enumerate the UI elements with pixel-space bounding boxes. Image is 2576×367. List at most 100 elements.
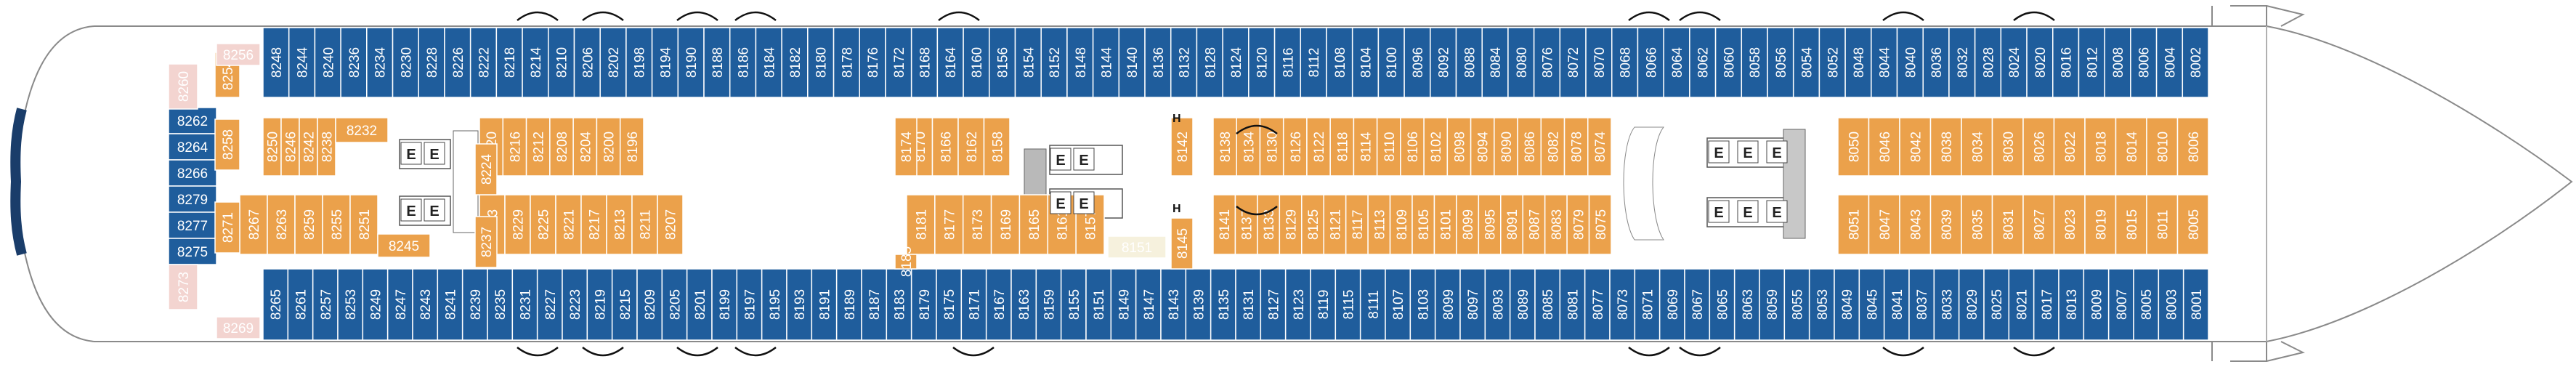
cabin-8066[interactable]: 8066 xyxy=(1637,27,1664,98)
cabin-8139[interactable]: 8139 xyxy=(1185,268,1212,341)
cabin-8065[interactable]: 8065 xyxy=(1709,268,1735,341)
cabin-8222[interactable]: 8222 xyxy=(469,27,498,98)
cabin-8229[interactable]: 8229 xyxy=(504,194,531,255)
cabin-8259[interactable]: 8259 xyxy=(294,194,323,255)
cabin-8273[interactable]: 8273 xyxy=(168,264,198,310)
cabin-8258[interactable]: 8258 xyxy=(214,118,240,171)
cabin-8011[interactable]: 8011 xyxy=(2146,194,2179,255)
cabin-8082[interactable]: 8082 xyxy=(1540,117,1566,177)
cabin-8014[interactable]: 8014 xyxy=(2115,117,2147,177)
cabin-8257[interactable]: 8257 xyxy=(312,268,339,341)
cabin-8266[interactable]: 8266 xyxy=(168,159,217,187)
cabin-8068[interactable]: 8068 xyxy=(1611,27,1639,98)
cabin-8048[interactable]: 8048 xyxy=(1844,27,1872,98)
cabin-8145[interactable]: 8145 xyxy=(1170,217,1194,270)
cabin-8227[interactable]: 8227 xyxy=(536,268,563,341)
cabin-8165[interactable]: 8165 xyxy=(1018,194,1049,255)
cabin-8267[interactable]: 8267 xyxy=(239,194,268,255)
cabin-8162[interactable]: 8162 xyxy=(957,117,985,177)
cabin-8198[interactable]: 8198 xyxy=(625,27,653,98)
cabin-8191[interactable]: 8191 xyxy=(811,268,838,341)
cabin-8187[interactable]: 8187 xyxy=(861,268,888,341)
cabin-8126[interactable]: 8126 xyxy=(1282,117,1308,177)
cabin-8003[interactable]: 8003 xyxy=(2158,268,2184,341)
cabin-8096[interactable]: 8096 xyxy=(1404,27,1431,98)
cabin-8167[interactable]: 8167 xyxy=(985,268,1012,341)
cabin-8250[interactable]: 8250 xyxy=(262,117,282,177)
cabin-8062[interactable]: 8062 xyxy=(1689,27,1717,98)
cabin-8004[interactable]: 8004 xyxy=(2155,27,2184,98)
cabin-8262[interactable]: 8262 xyxy=(168,107,217,134)
cabin-8207[interactable]: 8207 xyxy=(657,194,684,255)
cabin-8079[interactable]: 8079 xyxy=(1566,194,1590,255)
cabin-8185[interactable]: 8185 xyxy=(894,246,918,277)
cabin-8044[interactable]: 8044 xyxy=(1871,27,1898,98)
cabin-8135[interactable]: 8135 xyxy=(1210,268,1236,341)
cabin-8237[interactable]: 8237 xyxy=(474,216,498,268)
cabin-8151[interactable]: 8151 xyxy=(1085,268,1112,341)
cabin-8260[interactable]: 8260 xyxy=(168,63,198,110)
cabin-8183[interactable]: 8183 xyxy=(886,268,912,341)
cabin-8087[interactable]: 8087 xyxy=(1522,194,1546,255)
cabin-8009[interactable]: 8009 xyxy=(2083,268,2110,341)
cabin-8235[interactable]: 8235 xyxy=(487,268,514,341)
cabin-8242[interactable]: 8242 xyxy=(299,117,318,177)
cabin-8040[interactable]: 8040 xyxy=(1896,27,1924,98)
cabin-8199[interactable]: 8199 xyxy=(711,268,738,341)
cabin-8111[interactable]: 8111 xyxy=(1359,268,1386,341)
cabin-8221[interactable]: 8221 xyxy=(555,194,582,255)
cabin-8021[interactable]: 8021 xyxy=(2008,268,2035,341)
cabin-8179[interactable]: 8179 xyxy=(910,268,937,341)
cabin-8243[interactable]: 8243 xyxy=(412,268,439,341)
cabin-8152[interactable]: 8152 xyxy=(1040,27,1068,98)
cabin-8120[interactable]: 8120 xyxy=(1248,27,1276,98)
cabin-8080[interactable]: 8080 xyxy=(1507,27,1535,98)
cabin-8070[interactable]: 8070 xyxy=(1585,27,1613,98)
cabin-8132[interactable]: 8132 xyxy=(1170,27,1198,98)
cabin-8095[interactable]: 8095 xyxy=(1478,194,1502,255)
cabin-8193[interactable]: 8193 xyxy=(786,268,813,341)
cabin-8224[interactable]: 8224 xyxy=(474,143,498,195)
cabin-8180[interactable]: 8180 xyxy=(807,27,835,98)
cabin-8154[interactable]: 8154 xyxy=(1014,27,1042,98)
cabin-8047[interactable]: 8047 xyxy=(1868,194,1900,255)
cabin-8127[interactable]: 8127 xyxy=(1260,268,1287,341)
cabin-8216[interactable]: 8216 xyxy=(502,117,527,177)
cabin-8265[interactable]: 8265 xyxy=(262,268,289,341)
cabin-8122[interactable]: 8122 xyxy=(1306,117,1331,177)
cabin-8226[interactable]: 8226 xyxy=(444,27,471,98)
cabin-8085[interactable]: 8085 xyxy=(1534,268,1561,341)
cabin-8246[interactable]: 8246 xyxy=(280,117,300,177)
cabin-8148[interactable]: 8148 xyxy=(1066,27,1094,98)
cabin-8028[interactable]: 8028 xyxy=(1974,27,2002,98)
cabin-8108[interactable]: 8108 xyxy=(1326,27,1353,98)
cabin-8016[interactable]: 8016 xyxy=(2052,27,2080,98)
cabin-8230[interactable]: 8230 xyxy=(392,27,419,98)
cabin-8006[interactable]: 8006 xyxy=(2176,117,2209,177)
cabin-8015[interactable]: 8015 xyxy=(2115,194,2147,255)
cabin-8078[interactable]: 8078 xyxy=(1563,117,1589,177)
cabin-8083[interactable]: 8083 xyxy=(1544,194,1568,255)
cabin-8231[interactable]: 8231 xyxy=(511,268,538,341)
cabin-8035[interactable]: 8035 xyxy=(1961,194,1993,255)
cabin-8013[interactable]: 8013 xyxy=(2058,268,2085,341)
cabin-8144[interactable]: 8144 xyxy=(1092,27,1120,98)
cabin-8109[interactable]: 8109 xyxy=(1389,194,1413,255)
cabin-8008[interactable]: 8008 xyxy=(2104,27,2131,98)
cabin-8002[interactable]: 8002 xyxy=(2182,27,2209,98)
cabin-8184[interactable]: 8184 xyxy=(755,27,782,98)
cabin-8213[interactable]: 8213 xyxy=(606,194,633,255)
cabin-8159[interactable]: 8159 xyxy=(1035,268,1062,341)
cabin-8204[interactable]: 8204 xyxy=(572,117,598,177)
cabin-8033[interactable]: 8033 xyxy=(1933,268,1960,341)
cabin-8141[interactable]: 8141 xyxy=(1212,194,1236,255)
cabin-8018[interactable]: 8018 xyxy=(2084,117,2117,177)
cabin-8093[interactable]: 8093 xyxy=(1484,268,1511,341)
cabin-8201[interactable]: 8201 xyxy=(686,268,713,341)
cabin-8052[interactable]: 8052 xyxy=(1818,27,1846,98)
cabin-8239[interactable]: 8239 xyxy=(461,268,488,341)
cabin-8029[interactable]: 8029 xyxy=(1958,268,1985,341)
cabin-8098[interactable]: 8098 xyxy=(1446,117,1472,177)
cabin-8045[interactable]: 8045 xyxy=(1858,268,1885,341)
cabin-8248[interactable]: 8248 xyxy=(262,27,290,98)
